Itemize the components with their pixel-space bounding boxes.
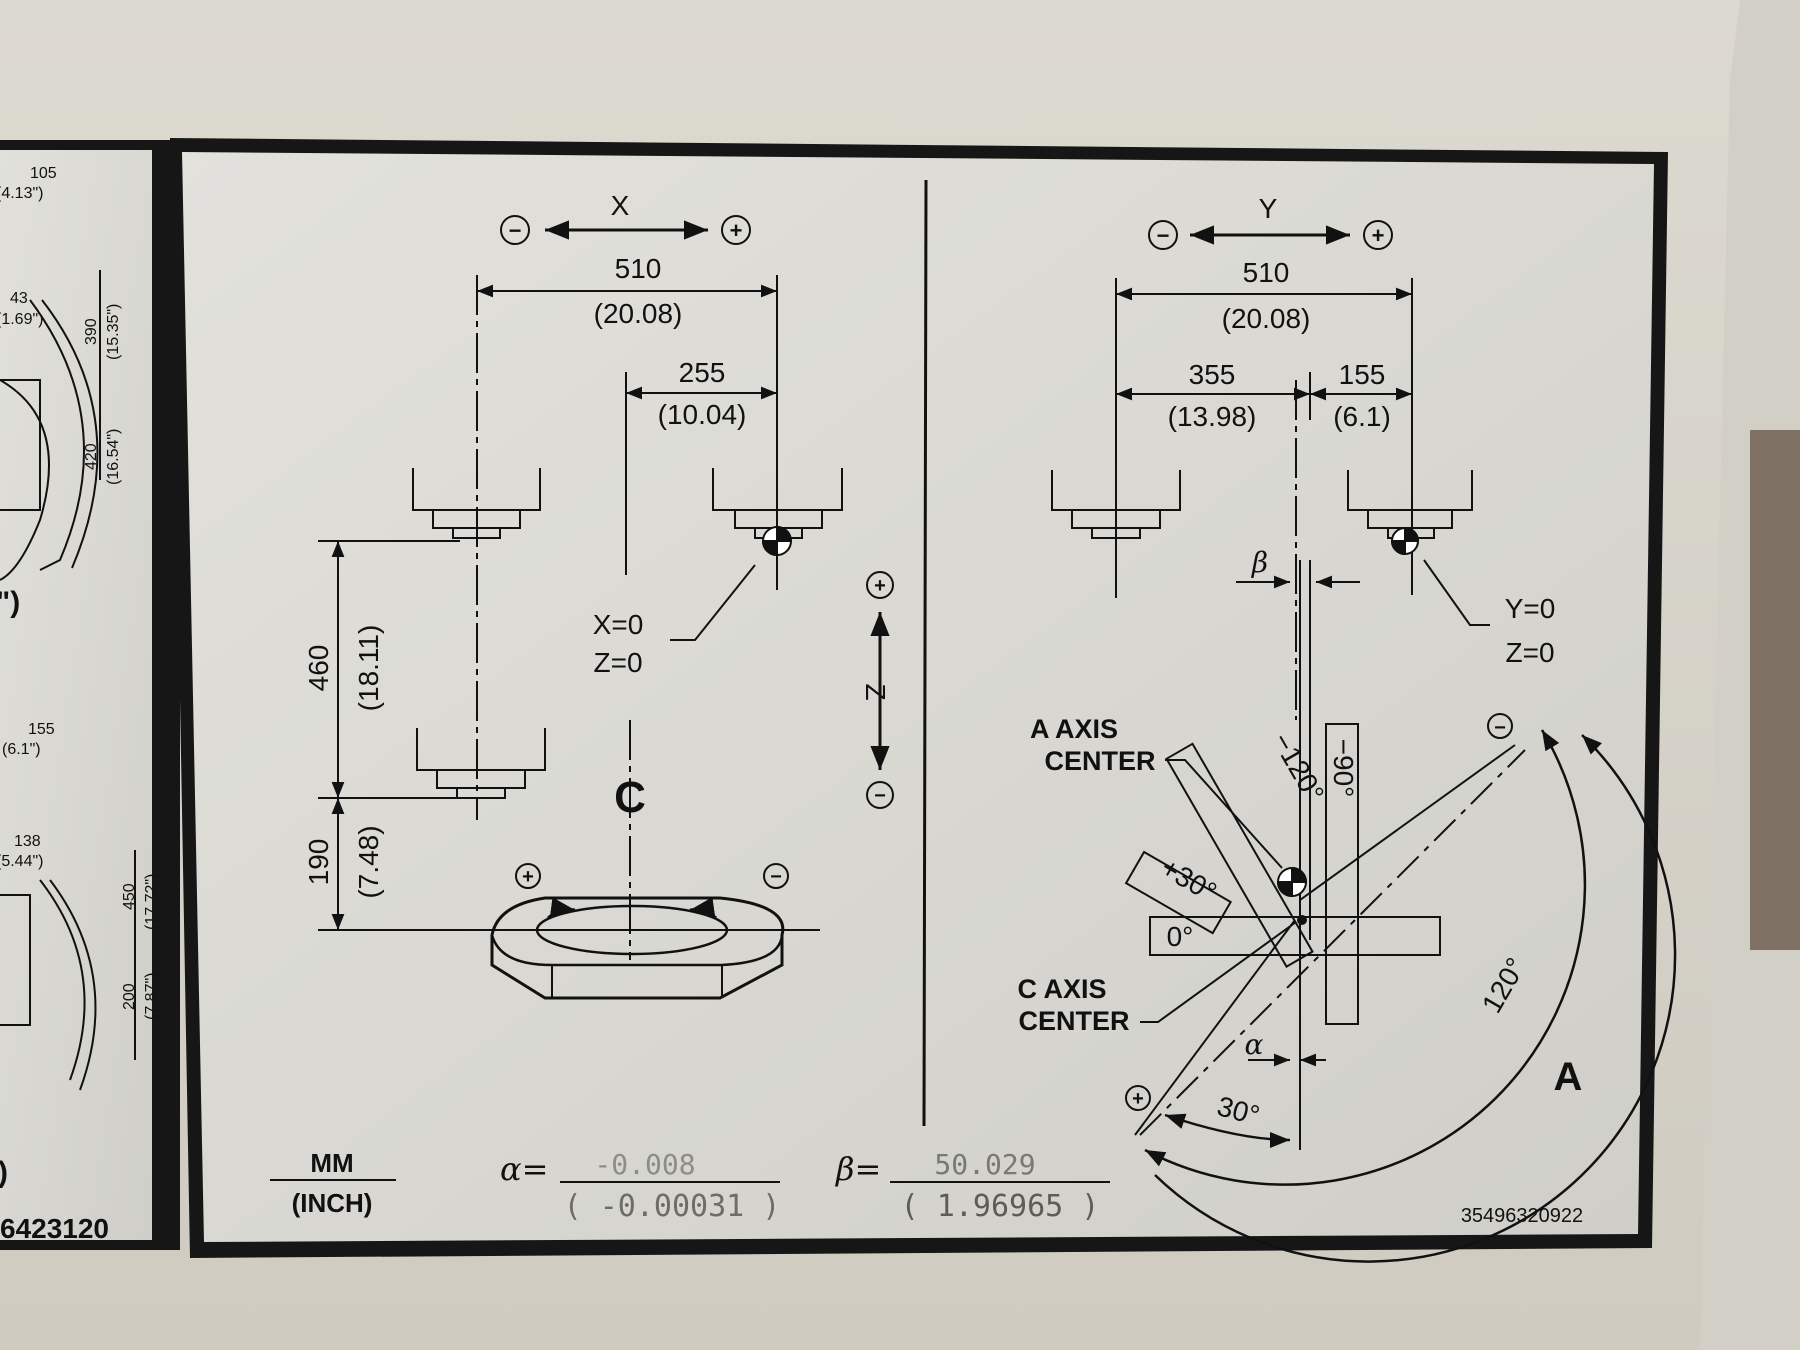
x-plus-sign: +: [730, 218, 743, 243]
left-dim-390: 390: [83, 318, 100, 345]
x-offset-in: (10.04): [658, 399, 747, 430]
z-low-mm: 190: [303, 839, 334, 886]
a-plus-circle: [1125, 1085, 1151, 1111]
z-axis-label: Z: [860, 683, 891, 700]
z-low-in: (7.48): [353, 825, 384, 898]
left-dim-15-35: (15.35"): [105, 304, 122, 360]
x-total-in: (20.08): [594, 298, 683, 329]
x-panel-text: − + X 510 (20.08) 255 (10.04) 460 (18.11…: [303, 190, 891, 899]
y-left-in: (13.98): [1168, 401, 1257, 432]
unit-mm: MM: [310, 1148, 353, 1178]
z-travel-in: (18.11): [353, 625, 384, 712]
x-offset-mm: 255: [679, 357, 726, 388]
beta-symbol: β: [1251, 546, 1268, 579]
left-dim-200: 200: [121, 983, 138, 1010]
x-zero-label: X=0: [593, 609, 644, 640]
alpha-symbol: α: [1245, 1028, 1264, 1061]
left-dim-138: 138: [14, 833, 41, 850]
x-plus-circle: [721, 215, 751, 245]
main-plate: [170, 138, 1668, 1258]
left-dim-4-13: (4.13"): [0, 185, 43, 202]
y-total-mm: 510: [1243, 257, 1290, 288]
c-axis-center-line1: C AXIS: [1017, 974, 1106, 1004]
left-dim-5-44: (5.44"): [0, 853, 43, 870]
left-partial-paren: "): [0, 586, 20, 619]
z-minus-circle: [866, 781, 894, 809]
left-dim-105: 105: [30, 165, 57, 182]
z-plus-sign: +: [874, 575, 886, 597]
left-plate: 105 (4.13") 43 (1.69") 390 (15.35") 420 …: [0, 140, 180, 1250]
beta-inch-value: ( 1.96965 ): [901, 1189, 1100, 1224]
left-dim-17-72: (17.72"): [143, 874, 160, 930]
a-plus-sign: +: [1132, 1088, 1144, 1110]
rotary-table: [490, 896, 785, 1000]
alpha-mm-value: -0.008: [594, 1148, 695, 1181]
a-minus-sign: −: [1494, 717, 1506, 739]
beta-mm-value: 50.029: [934, 1148, 1035, 1181]
x-panel: [318, 215, 894, 1000]
left-dim-155: 155: [28, 721, 55, 738]
left-dim-420: 420: [83, 443, 100, 470]
y-panel-text: − + Y 510 (20.08) 355 (13.98) 155 (6.1) …: [522, 193, 1582, 1131]
beta-label: β=: [835, 1150, 881, 1188]
y-right-in: (6.1): [1333, 401, 1391, 432]
a-axis-center-line1: A AXIS: [1030, 714, 1118, 744]
y-axis-label: Y: [1259, 193, 1278, 224]
x-total-mm: 510: [615, 253, 662, 284]
footer: MM (INCH) α= -0.008 ( -0.00031 ) β= 50.0…: [270, 1148, 1583, 1227]
z-zero-label: Z=0: [593, 647, 642, 678]
plate-serial: 35496320922: [1461, 1205, 1583, 1227]
a-minus-circle: [1487, 713, 1513, 739]
x-minus-circle: [500, 215, 530, 245]
left-dim-16-54: (16.54"): [105, 429, 122, 485]
z-plus-circle: [866, 571, 894, 599]
c-axis-center-line2: CENTER: [1018, 1006, 1129, 1036]
a-axis-center-line2: CENTER: [1044, 746, 1155, 776]
z-travel-mm: 460: [303, 645, 334, 692]
y-plus-circle: [1363, 220, 1393, 250]
y-zero-label: Y=0: [1505, 593, 1556, 624]
left-dim-450: 450: [121, 883, 138, 910]
alpha-inch-value: ( -0.00031 ): [564, 1189, 781, 1224]
c-minus-sign: −: [770, 866, 782, 888]
y-plus-sign: +: [1372, 223, 1385, 248]
y-minus-sign: −: [1157, 223, 1170, 248]
angle-neg90: −90°: [1328, 739, 1359, 798]
y-total-in: (20.08): [1222, 303, 1311, 334]
left-dim-43: 43: [10, 290, 28, 307]
c-axis-label: C: [614, 773, 646, 822]
x-axis-label: X: [611, 190, 630, 221]
angle-zero: 0°: [1167, 921, 1194, 952]
z-minus-sign: −: [874, 785, 886, 807]
c-plus-sign: +: [522, 866, 534, 888]
y-right-mm: 155: [1339, 359, 1386, 390]
left-dim-6-1: (6.1"): [2, 741, 41, 758]
y-panel: [1051, 220, 1677, 1263]
unit-inch: (INCH): [292, 1188, 373, 1218]
a-rotary-label: A: [1554, 1055, 1583, 1099]
c-minus-circle: [763, 863, 789, 889]
left-dim-7-87: (7.87"): [143, 973, 160, 1020]
left-partial-paren-2: ): [0, 1156, 8, 1189]
alpha-label: α=: [500, 1150, 548, 1188]
c-plus-circle: [515, 863, 541, 889]
left-plate-serial: 6423120: [0, 1213, 109, 1244]
panel-divider: [922, 179, 928, 1127]
y-left-mm: 355: [1189, 359, 1236, 390]
left-dim-1-69: (1.69"): [0, 311, 43, 328]
y-z-zero-label: Z=0: [1505, 637, 1554, 668]
x-minus-sign: −: [509, 218, 522, 243]
y-minus-circle: [1148, 220, 1178, 250]
